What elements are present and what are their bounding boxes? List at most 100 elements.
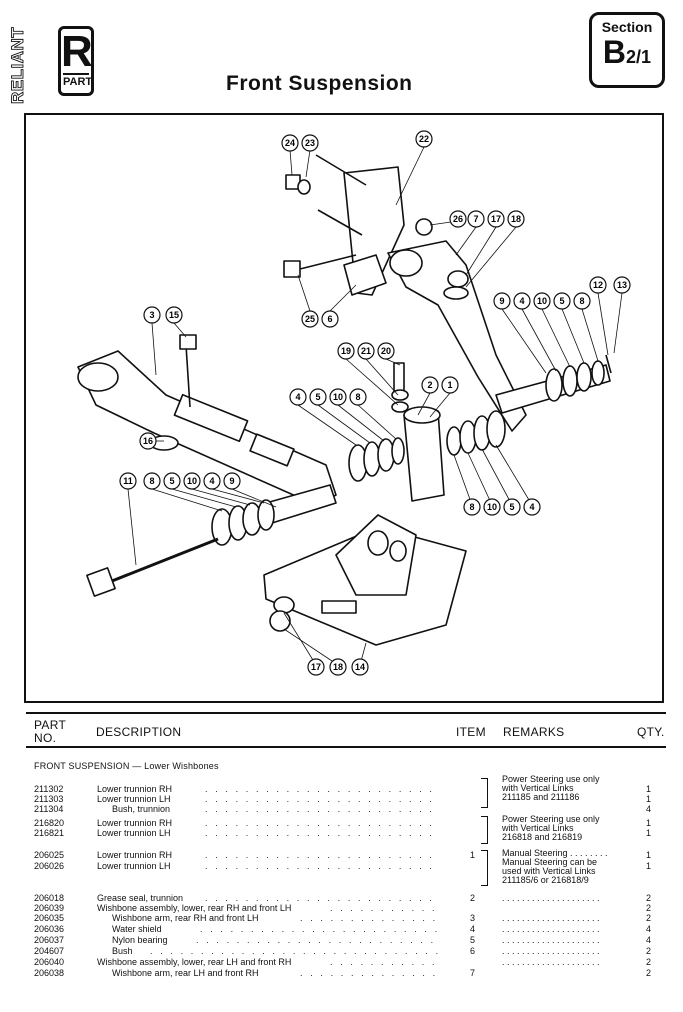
callout-5c: 5	[163, 472, 181, 490]
table-row: 211302 Lower trunnion RH . . . . . . . .…	[0, 784, 683, 795]
arm-slot-2	[249, 433, 295, 467]
washer-8c	[446, 426, 462, 456]
leader-dots: . . . . . . . . . . . . . . . . . . . . …	[330, 903, 440, 913]
leader-dots: . . . . . . . . . . . . . . . . . . . . …	[205, 818, 440, 828]
svg-text:23: 23	[305, 138, 315, 148]
leader-dots: . . . . . . . . . . . . . . . . . . . . …	[205, 794, 440, 804]
part-item: 4	[470, 924, 476, 934]
remark-dots: . . . . . . . . . . . . . . . . . . . .	[502, 957, 600, 967]
callout-3: 3	[143, 306, 161, 324]
callout-9b: 9	[223, 472, 241, 490]
callout-4c: 4	[203, 472, 221, 490]
table-top-rule	[26, 712, 666, 714]
part-description: Nylon bearing	[112, 935, 168, 945]
washer-18	[443, 286, 469, 300]
part-number: 211304	[34, 804, 64, 814]
svg-text:18: 18	[333, 662, 343, 672]
part-description: Lower trunnion RH	[97, 818, 173, 828]
part-description: Wishbone assembly, lower, rear LH and fr…	[97, 957, 292, 967]
water-shield-4a	[545, 368, 563, 402]
part-description: Lower trunnion LH	[97, 794, 171, 804]
part-qty: 1	[646, 828, 652, 838]
part-description: Bush, trunnion	[112, 804, 171, 814]
section-subcode: 2/1	[626, 47, 652, 67]
callout-17b: 17	[307, 658, 325, 676]
callout-25: 25	[301, 310, 319, 328]
callout-7: 7	[467, 210, 485, 228]
part-number: 206025	[34, 850, 65, 860]
callout-4d: 4	[523, 498, 541, 516]
remark-brace-2	[481, 816, 488, 844]
svg-text:13: 13	[617, 280, 627, 290]
callout-5d: 5	[503, 498, 521, 516]
svg-text:14: 14	[355, 662, 365, 672]
remark-3-line2: Manual Steering can be	[502, 857, 598, 867]
part-description: Grease seal, trunnion	[97, 893, 184, 903]
leader-dots: . . . . . . . . . . . . . . . . . . . . …	[205, 784, 440, 794]
svg-text:1: 1	[447, 380, 452, 390]
part-qty: 2	[646, 903, 652, 913]
part-qty: 2	[646, 968, 652, 978]
table-row: 206018 Grease seal, trunnion . . . . . .…	[0, 893, 683, 904]
remark-1-line2: with Vertical Links	[502, 783, 574, 793]
part-description: Bush	[112, 946, 133, 956]
leader-dots: . . . . . . . . . . . . . . . . . . . . …	[300, 968, 440, 978]
callout-8b: 8	[349, 388, 367, 406]
washer-17	[447, 270, 469, 288]
bolt-head-15	[179, 334, 197, 350]
callout-13: 13	[613, 276, 631, 294]
svg-text:17: 17	[491, 214, 501, 224]
trunnion-1	[403, 410, 445, 502]
svg-text:4: 4	[209, 476, 214, 486]
callout-11: 11	[119, 472, 137, 490]
svg-text:9: 9	[229, 476, 234, 486]
remark-dots: . . . . . . . . . . . . . . . . . . . .	[502, 893, 600, 903]
svg-text:7: 7	[473, 214, 478, 224]
leader-dots: . . . . . . . . . . . . . . . . . . . . …	[200, 924, 440, 934]
part-qty: 1	[646, 861, 652, 871]
part-item: 6	[470, 946, 476, 956]
remark-1-line1: Power Steering use only	[502, 774, 600, 784]
part-number: 206018	[34, 893, 65, 903]
callout-8c: 8	[143, 472, 161, 490]
svg-text:8: 8	[469, 502, 474, 512]
bearing-5a	[576, 362, 592, 392]
svg-text:17: 17	[311, 662, 321, 672]
remark-1-line3: 211185 and 211186	[502, 792, 580, 802]
svg-text:5: 5	[559, 296, 564, 306]
stud-mid	[317, 209, 363, 236]
svg-text:2: 2	[427, 380, 432, 390]
part-logo: R PART	[58, 26, 94, 96]
part-qty: 4	[646, 935, 652, 945]
svg-text:9: 9	[499, 296, 504, 306]
bearing-10a	[562, 365, 578, 397]
shield-4c	[486, 410, 506, 448]
col-header-no: NO.	[34, 731, 57, 745]
svg-text:3: 3	[149, 310, 154, 320]
callout-18b: 18	[329, 658, 347, 676]
callout-6: 6	[321, 310, 339, 328]
svg-text:10: 10	[187, 476, 197, 486]
arm-eye-left	[77, 362, 119, 392]
remark-brace-3	[481, 850, 488, 886]
bolt-11	[111, 537, 219, 583]
svg-text:20: 20	[381, 346, 391, 356]
table-row: 204607 Bush . . . . . . . . . . . . . . …	[0, 946, 683, 957]
table-row: 211303 Lower trunnion LH . . . . . . . .…	[0, 794, 683, 805]
callout-10a: 10	[533, 292, 551, 310]
bracket-hole-2	[389, 540, 407, 562]
nut-26	[415, 218, 433, 236]
brand-text: RELIANT	[8, 27, 27, 104]
callout-5a: 5	[553, 292, 571, 310]
part-number: 216820	[34, 818, 65, 828]
table-row: 206035 Wishbone arm, rear RH and front L…	[0, 913, 683, 924]
callout-9a: 9	[493, 292, 511, 310]
shield-4d	[257, 499, 275, 531]
part-qty: 1	[646, 784, 652, 794]
remark-dots: . . . . . . . . . . . . . . . . . . . .	[502, 935, 600, 945]
washer-8a	[591, 360, 605, 386]
leader-dots: . . . . . . . . . . . . . . . . . . . . …	[205, 893, 440, 903]
table-row: 206040 Wishbone assembly, lower, rear LH…	[0, 957, 683, 968]
callout-17: 17	[487, 210, 505, 228]
table-row: 216821 Lower trunnion LH . . . . . . . .…	[0, 828, 683, 839]
